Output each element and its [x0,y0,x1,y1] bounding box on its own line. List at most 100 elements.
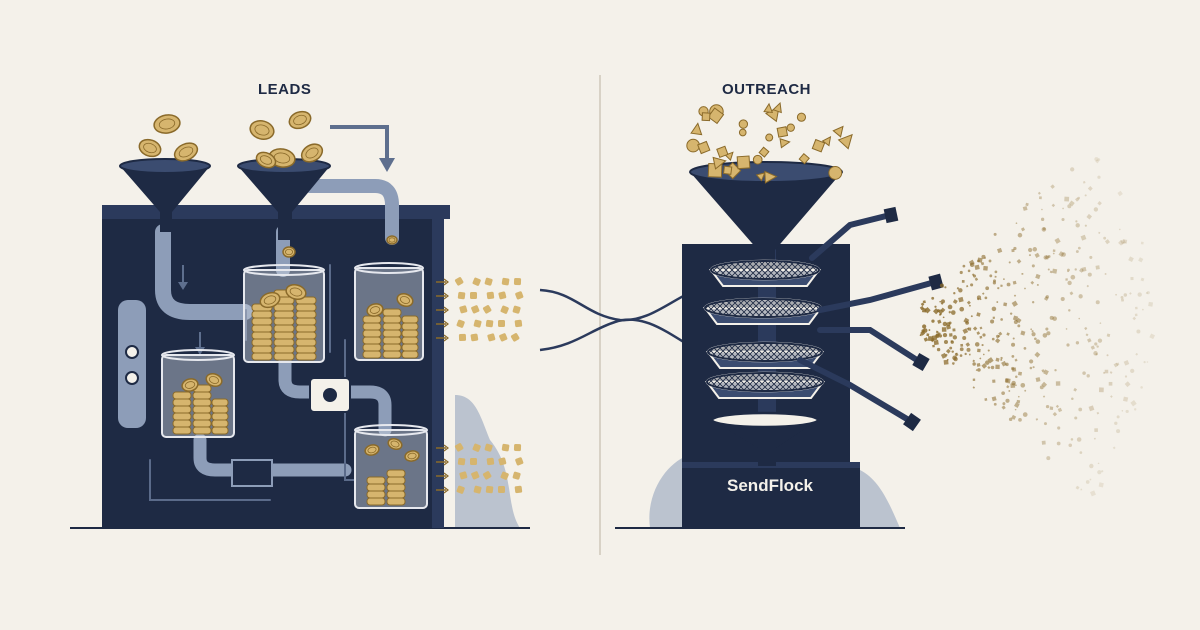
coin-icon [138,138,162,158]
machine-shadow [80,395,520,528]
spray-particles [919,157,1156,497]
coin-icon [295,317,317,326]
coin-icon [172,398,192,407]
coin-icon [273,303,295,312]
control-knob-icon [125,371,139,385]
sieve-stack [703,259,825,399]
coin-icon [362,315,382,324]
coin-icon [192,398,212,407]
coin-icon [382,343,402,352]
coin-icon [273,331,295,340]
funnel-icon [710,411,820,466]
coin-icon [366,490,386,499]
coin-icon [172,391,192,400]
coin-icon [172,405,192,414]
coin-icon [181,378,199,392]
outreach-machine [615,101,1156,529]
coin-icon [362,343,382,352]
coin-icon [295,303,317,312]
coin-icon [172,419,192,428]
coin-icon [273,352,295,361]
coin-icon [362,350,382,359]
coin-icon [288,110,312,130]
coin-icon [386,235,398,245]
connecting-wires [539,286,706,357]
coin-icon [401,350,419,359]
coin-icon [251,324,273,333]
coin-icon [273,317,295,326]
coin-icon [295,345,317,354]
coin-icon [295,331,317,340]
coin-icon [211,419,229,428]
coin-icon [366,483,386,492]
coin-icon [251,338,273,347]
coin-icon [211,426,229,435]
coin-icon [251,310,273,319]
coin-icon [362,322,382,331]
coin-icon [401,336,419,345]
coin-icon [366,497,386,506]
coin-icon [192,391,212,400]
coin-icon [273,310,295,319]
coin-icon [192,412,212,421]
coin-icon [362,336,382,345]
coin-icon [396,292,414,308]
coin-group [138,110,420,506]
coin-icon [295,338,317,347]
coin-icon [401,343,419,352]
coin-icon [282,246,296,258]
coin-icon [386,490,406,499]
coin-icon [259,291,281,309]
coin-icon [211,412,229,421]
coin-icon [382,329,402,338]
coin-icon [401,329,419,338]
funnel-icon [119,158,211,232]
machine-shadow [625,470,900,528]
leads-title: LEADS [258,81,312,98]
nozzle-icon [797,212,938,425]
coin-icon [211,405,229,414]
control-knob-icon [125,345,139,359]
coin-icon [251,352,273,361]
coin-icon [273,324,295,333]
coin-icon [366,303,384,317]
junction-box [231,459,273,487]
coin-icon [205,372,223,388]
coin-icon [295,324,317,333]
coin-icon [153,114,181,134]
machine-base [682,462,860,528]
coin-icon [172,426,192,435]
coin-icon [251,317,273,326]
coin-icon [401,315,419,324]
coin-icon [192,405,212,414]
coin-icon [192,419,212,428]
coin-icon [401,322,419,331]
coin-icon [386,497,406,506]
coin-icon [382,322,402,331]
pipe-network [149,179,399,501]
outreach-title: OUTREACH [722,81,811,98]
coin-icon [273,338,295,347]
coin-icon [295,310,317,319]
machine-brand-label: SendFlock [727,476,813,495]
coin-icon [285,284,307,300]
coin-icon [251,345,273,354]
machine-top [102,205,450,219]
valve-icon [323,388,337,402]
coin-icon [382,308,402,317]
coin-icon [382,315,402,324]
coin-icon [273,345,295,354]
coin-icon [172,412,192,421]
coin-icon [362,329,382,338]
coin-icon [211,398,229,407]
coin-icon [295,352,317,361]
coin-icon [192,426,212,435]
leads-machine [70,110,530,529]
coin-icon [382,350,402,359]
output-particles [436,277,524,494]
coin-icon [366,476,386,485]
coin-icon [386,476,406,485]
coin-icon [382,336,402,345]
